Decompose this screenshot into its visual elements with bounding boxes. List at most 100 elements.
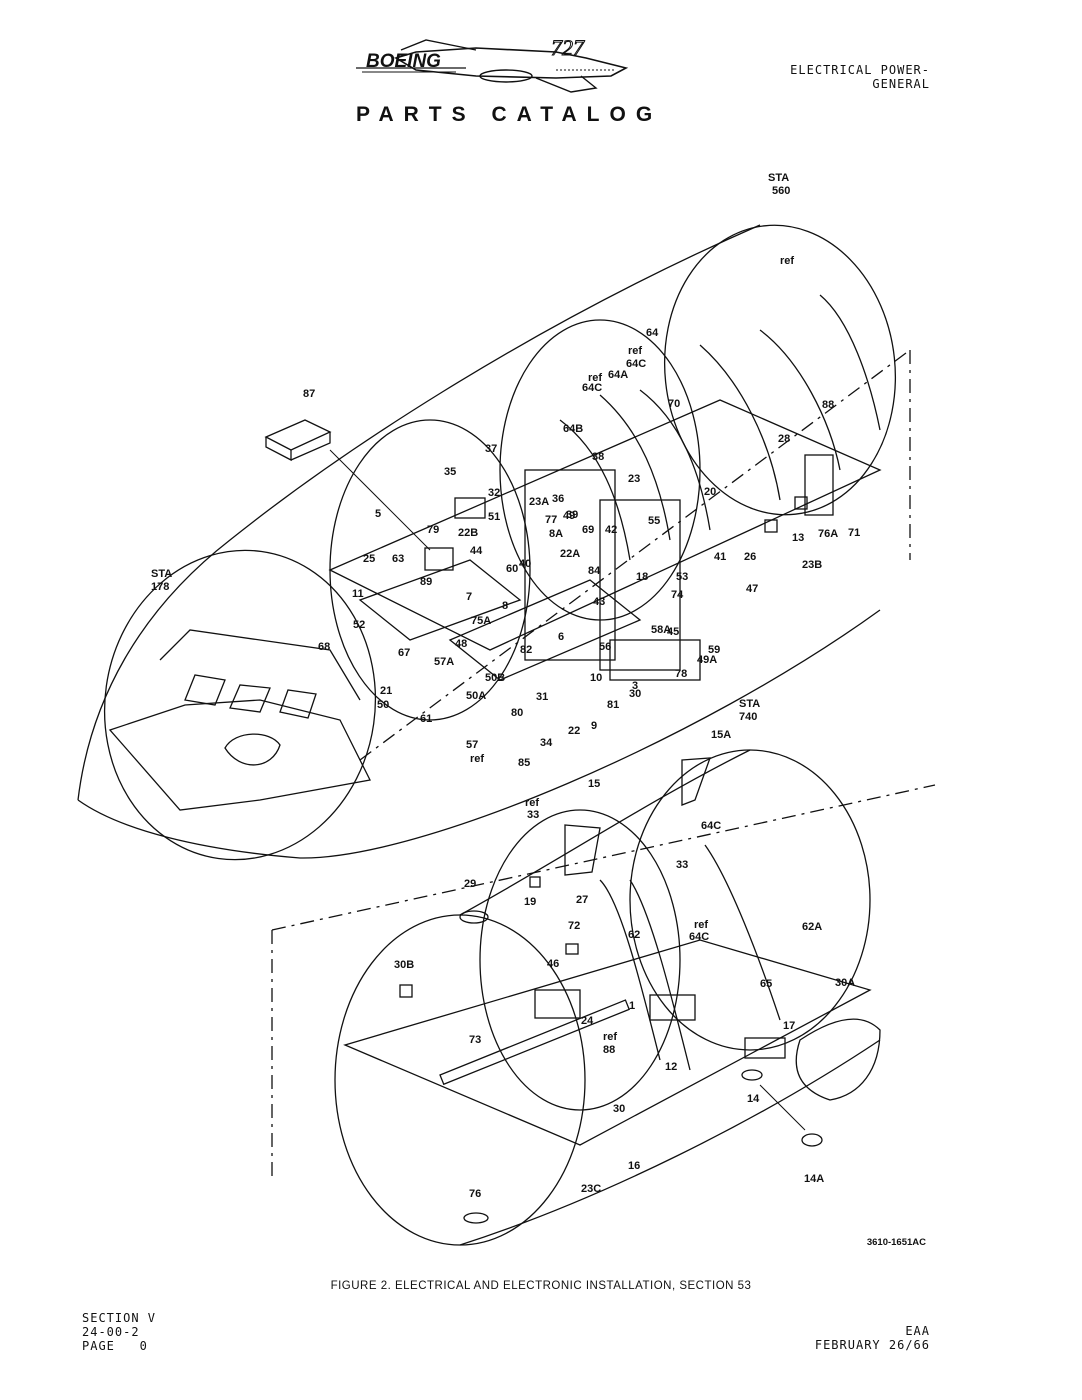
callout-46: 46	[547, 958, 559, 970]
figure-number: 3610-1651AC	[866, 1237, 926, 1248]
callout-55: 55	[648, 515, 660, 527]
callout-69: 69	[582, 524, 594, 536]
callout-34: 34	[540, 737, 553, 749]
callout-56: 56	[599, 641, 611, 653]
callout-79: 79	[427, 524, 439, 536]
callout-24: 24	[581, 1015, 594, 1027]
callout-37: 37	[485, 443, 497, 455]
section-title-line2: GENERAL	[872, 77, 930, 91]
callout-3: 3	[632, 680, 638, 692]
boeing-727-logo: BOEING 727	[356, 35, 629, 93]
callout-71: 71	[848, 527, 860, 539]
footer-code: EAA	[905, 1324, 930, 1338]
callout-9: 9	[591, 720, 597, 732]
footer-chapter: 24-00-2	[82, 1325, 140, 1339]
footer-right: EAA FEBRUARY 26/66	[815, 1324, 930, 1352]
callout-82: 82	[520, 644, 532, 656]
callout-51: 51	[488, 511, 500, 523]
catalog-title: PARTS CATALOG	[356, 103, 663, 126]
callout-30: 30	[613, 1103, 625, 1115]
callout-5: 5	[375, 508, 381, 520]
callout-85: 85	[518, 757, 530, 769]
callout-76a: 76A	[818, 528, 838, 540]
callout-57a: 57A	[434, 656, 454, 668]
callout-64c: 64C	[626, 358, 646, 370]
callout-44: 44	[470, 545, 483, 557]
section-title: ELECTRICAL POWER- GENERAL	[790, 63, 930, 91]
callout-88: 88	[603, 1044, 615, 1056]
callout-21: 21	[380, 685, 392, 697]
callout-64c: 64C	[701, 820, 721, 832]
callout-68: 68	[318, 641, 330, 653]
callout-76: 76	[469, 1188, 481, 1200]
callout-11: 11	[352, 588, 364, 600]
callout-49: 49	[563, 510, 575, 522]
callout-30a: 30A	[835, 977, 855, 989]
callout-65: 65	[760, 978, 772, 990]
ref-label: ref	[694, 919, 708, 931]
callout-8a: 8A	[549, 528, 563, 540]
callout-75: 75	[0, 0, 12, 3]
station-labels: STA 560 STA 178 STA 740	[151, 172, 790, 723]
callout-74: 74	[671, 589, 684, 601]
callout-63: 63	[392, 553, 404, 565]
callout-32: 32	[488, 487, 500, 499]
sta-740-label: STA	[739, 698, 760, 710]
sta-740-value: 740	[739, 711, 757, 723]
callout-26: 26	[744, 551, 756, 563]
sta-560-label: STA	[768, 172, 789, 184]
callout-14a: 14A	[804, 1173, 824, 1185]
callout-20: 20	[704, 486, 716, 498]
model-wordmark: 727	[551, 35, 585, 60]
callout-75a: 75A	[471, 615, 491, 627]
ref-labels: ref ref ref ref ref ref ref	[470, 255, 794, 1043]
callout-10: 10	[590, 672, 602, 684]
callout-14: 14	[747, 1093, 760, 1105]
callout-49a: 49A	[697, 654, 717, 666]
ref-label: ref	[525, 797, 539, 809]
callout-53: 53	[676, 571, 688, 583]
callout-64a: 64A	[608, 369, 628, 381]
callout-41: 41	[714, 551, 726, 563]
callout-39: 39	[566, 509, 578, 521]
callout-60: 60	[506, 563, 518, 575]
callout-88: 88	[822, 399, 834, 411]
callout-42: 42	[605, 524, 617, 536]
callout-84: 84	[588, 565, 601, 577]
callout-67: 67	[398, 647, 410, 659]
callout-30b: 30B	[394, 959, 414, 971]
callout-35: 35	[444, 466, 456, 478]
figure-caption: FIGURE 2. ELECTRICAL AND ELECTRONIC INST…	[330, 1280, 752, 1292]
callout-70: 70	[668, 398, 680, 410]
callout-31: 31	[536, 691, 548, 703]
ref-label: ref	[588, 372, 602, 384]
callout-30: 30	[629, 688, 641, 700]
callout-73: 73	[469, 1034, 481, 1046]
callout-80: 80	[511, 707, 523, 719]
lower-fuselage-outline	[271, 749, 936, 1246]
footer-section: SECTION V	[82, 1311, 157, 1325]
callout-22: 22	[568, 725, 580, 737]
callout-50a: 50A	[466, 690, 486, 702]
callout-12: 12	[665, 1061, 677, 1073]
callout-29: 29	[464, 878, 476, 890]
ref-label: ref	[628, 345, 642, 357]
callout-8: 8	[502, 600, 508, 612]
callout-50b: 50B	[485, 672, 505, 684]
callout-33: 33	[676, 859, 688, 871]
upper-fuselage-outline	[77, 224, 911, 861]
callout-28: 28	[778, 433, 790, 445]
callout-64: 64	[646, 327, 659, 339]
callout-16: 16	[628, 1160, 640, 1172]
callout-27: 27	[576, 894, 588, 906]
callout-15: 15	[588, 778, 600, 790]
callout-78: 78	[675, 668, 687, 680]
callout-43: 43	[593, 596, 605, 608]
callout-40: 40	[519, 558, 531, 570]
callout-45: 45	[667, 626, 679, 638]
callout-86: 86	[0, 0, 12, 3]
